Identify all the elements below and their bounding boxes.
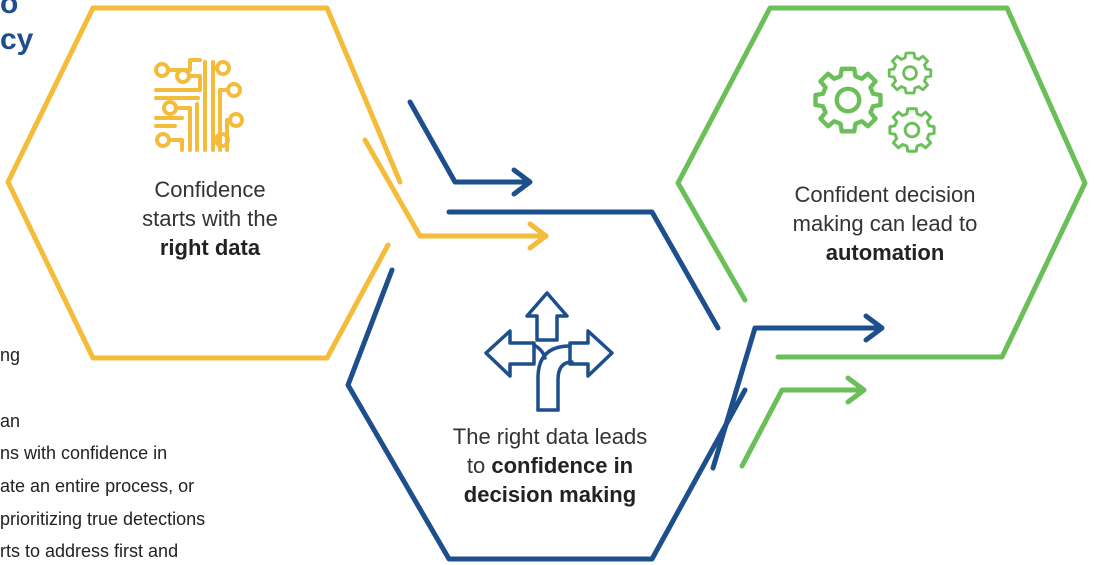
arrow-blue-upper — [407, 99, 533, 197]
heading-line-1: o — [0, 0, 19, 20]
arrow-green — [739, 375, 867, 469]
split-arrows-icon — [484, 291, 614, 412]
circuit-icon — [154, 58, 244, 152]
right-data-line-1: Confidence — [154, 177, 266, 202]
hexagon-decision-making — [345, 209, 748, 562]
right-data-line-2: starts with the — [142, 206, 278, 231]
hexagon-automation-label: Confident decision making can lead to au… — [745, 180, 1025, 267]
decision-line-2-prefix: to — [466, 453, 492, 478]
right-data-bold: right data — [159, 235, 261, 260]
hexagon-automation — [675, 5, 1088, 360]
decision-line-1: The right data leads — [452, 424, 648, 449]
body-line-4: ate an entire process, or — [0, 476, 195, 496]
heading-line-2: cy — [0, 23, 34, 56]
hexagon-right-data-label: Confidence starts with the right data — [95, 175, 325, 262]
body-line-5: prioritizing true detections — [0, 509, 206, 529]
body-line-2: an — [0, 411, 21, 431]
arrow-blue-lower — [710, 313, 885, 471]
decision-bold-1: confidence in — [491, 453, 634, 478]
automation-bold: automation — [825, 240, 945, 265]
body-line-1: ng — [0, 345, 21, 365]
hexagon-right-data — [5, 5, 423, 361]
gears-icon — [816, 51, 936, 153]
decision-bold-2: decision making — [463, 482, 637, 507]
body-line-3: ns with confidence in — [0, 443, 168, 463]
automation-line-1: Confident decision — [794, 182, 976, 207]
hexagon-decision-label: The right data leads to confidence in de… — [410, 422, 690, 509]
automation-line-2: making can lead to — [792, 211, 978, 236]
arrow-yellow — [417, 221, 549, 251]
body-line-6: rts to address first and — [0, 541, 179, 561]
